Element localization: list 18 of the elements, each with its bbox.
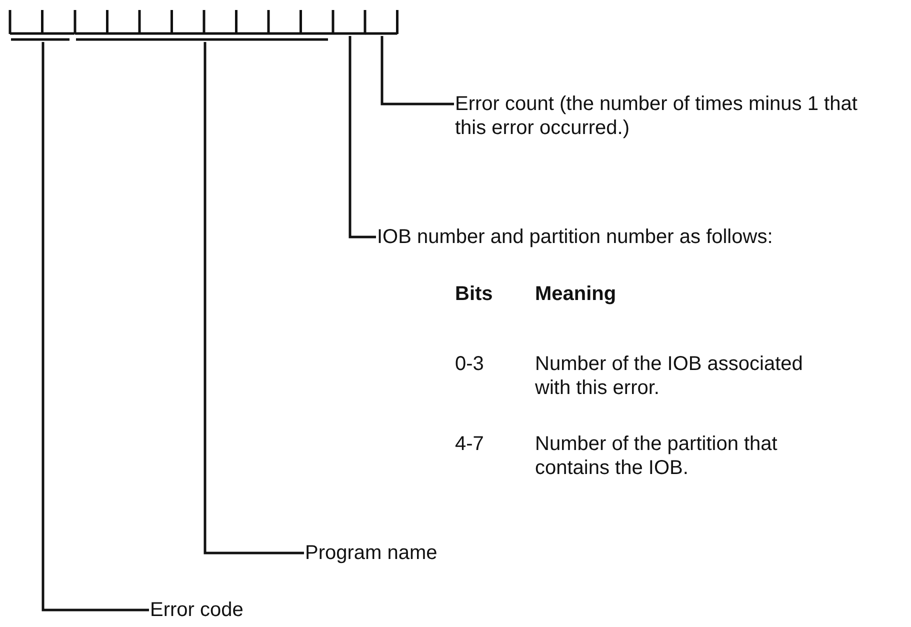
leader-line [380,36,454,106]
field-description: IOB number and partition number as follows: [377,225,907,249]
bit-range: 4-7 [455,432,485,456]
table-cell-text: Number of the partition that contains the IOB. [535,432,778,480]
field-description: Error count (the number of times minus 1 that this error occurred.) [455,92,885,140]
byte-field [362,10,399,36]
leader-line [204,42,304,554]
byte-field [8,10,74,42]
table-cell-text: Number of the IOB associated with this error. [535,352,804,400]
byte-field [72,10,332,42]
leader-line [42,42,149,612]
table-header: Meaning [535,282,618,306]
bit-range: 0-3 [455,352,485,376]
leader-line [348,36,376,238]
field-description: Program name [305,541,505,565]
byte-field [330,10,365,36]
field-description: Error code [150,598,350,622]
table-header: Bits [455,282,494,306]
